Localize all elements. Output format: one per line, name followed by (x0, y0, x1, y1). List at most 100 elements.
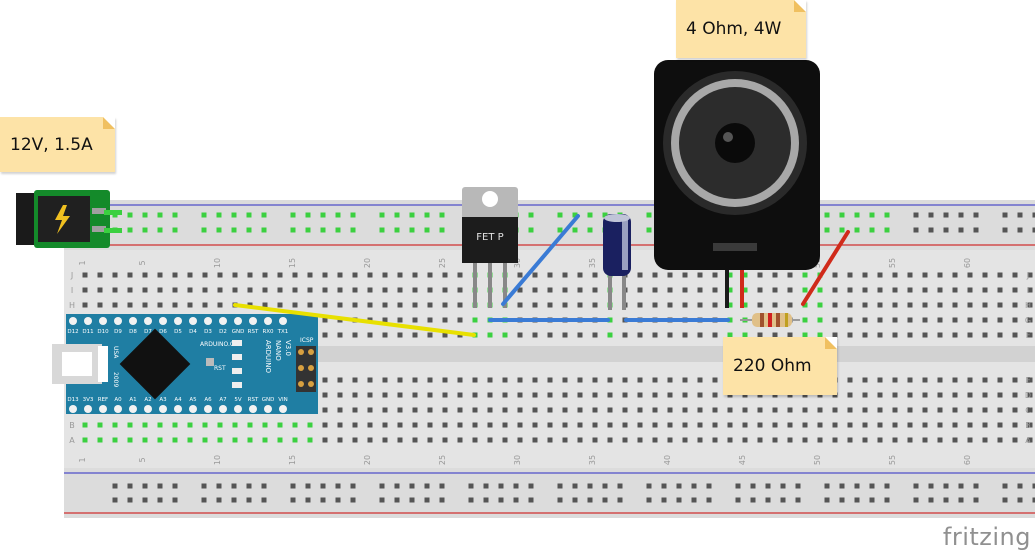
wire-yellow (233, 303, 476, 337)
nano-pin-label: 5V (234, 397, 241, 403)
nano-pin (264, 317, 272, 325)
nano-name-3: V3.0 (284, 340, 292, 356)
nano-pin (114, 405, 122, 413)
nano-pin-label: A2 (144, 397, 151, 403)
icsp-label: ICSP (300, 337, 314, 344)
nano-pin-label: D11 (82, 329, 93, 335)
nano-pin-label: A5 (189, 397, 197, 403)
row-letter: F (1026, 331, 1031, 340)
nano-pin (279, 317, 287, 325)
column-number: 25 (438, 258, 447, 268)
wire-blue-diagonal (501, 214, 580, 306)
nano-pin (84, 405, 92, 413)
nano-pin-label: REF (98, 397, 108, 403)
column-number: 20 (363, 455, 372, 465)
nano-pin-label: D8 (129, 329, 137, 335)
nano-pin-label: D6 (159, 329, 167, 335)
column-number: 20 (363, 258, 372, 268)
power-jack (16, 190, 122, 248)
nano-pin-label: D12 (67, 329, 78, 335)
nano-pin-label: GND (262, 397, 275, 403)
column-number: 55 (888, 455, 897, 465)
row-letter: B (69, 421, 75, 430)
nano-pin-label: D4 (189, 329, 197, 335)
lightning-icon (55, 205, 70, 234)
row-letter: H (69, 301, 75, 310)
mosfet-label: FET P (476, 232, 503, 243)
row-letter: A (69, 436, 75, 445)
capacitor (603, 214, 631, 310)
nano-pin-label: RST (248, 397, 259, 403)
nano-pin (99, 405, 107, 413)
column-number: 60 (963, 258, 972, 268)
nano-pin-label: A4 (174, 397, 182, 403)
nano-pin-label: A7 (219, 397, 227, 403)
column-number: 15 (288, 258, 297, 268)
nano-pin (69, 405, 77, 413)
column-number: 35 (588, 258, 597, 268)
nano-site: ARDUINO.CC (200, 341, 238, 348)
column-number: 5 (138, 457, 147, 462)
nano-pin-label: TX1 (277, 329, 289, 335)
column-number: 40 (663, 455, 672, 465)
column-number: 60 (963, 455, 972, 465)
speaker (654, 60, 820, 308)
column-number: 25 (438, 455, 447, 465)
row-letter: B (1025, 421, 1031, 430)
row-letter: D (1025, 391, 1031, 400)
nano-pin (84, 317, 92, 325)
nano-pin-label: RX0 (262, 329, 274, 335)
row-letter: I (71, 286, 73, 295)
column-number: 30 (513, 455, 522, 465)
nano-pin (279, 405, 287, 413)
nano-pin (234, 317, 242, 325)
nano-pin (219, 405, 227, 413)
column-number: 55 (888, 258, 897, 268)
nano-pin-label: VIN (278, 397, 288, 403)
nano-pin-label: GND (232, 329, 245, 335)
nano-pin (249, 405, 257, 413)
nano-name-1: ARDUINO (264, 340, 272, 373)
nano-pin-label: D13 (67, 397, 79, 403)
row-letter: J (1026, 271, 1029, 280)
nano-pin-label: D10 (97, 329, 109, 335)
nano-pin (159, 405, 167, 413)
column-number: 10 (213, 455, 222, 465)
nano-rst-label: RST (214, 365, 226, 372)
fritzing-logo: fritzing (942, 523, 1031, 551)
nano-pin-label: D9 (114, 329, 122, 335)
nano-usa: USA (112, 346, 119, 359)
nano-pin (204, 405, 212, 413)
nano-pin (249, 317, 257, 325)
nano-pin (264, 405, 272, 413)
nano-pin (114, 317, 122, 325)
top-power-rail (64, 200, 1035, 250)
nano-pin (189, 405, 197, 413)
column-number: 45 (738, 455, 747, 465)
nano-pin (189, 317, 197, 325)
nano-pin-label: D2 (219, 329, 227, 335)
resistor-note: 220 Ohm (723, 337, 837, 395)
nano-pin (69, 317, 77, 325)
nano-pin (144, 405, 152, 413)
nano-pin (159, 317, 167, 325)
nano-pin (234, 405, 242, 413)
column-number: 5 (138, 260, 147, 265)
nano-pin-label: A3 (159, 397, 167, 403)
row-letter: H (1025, 301, 1031, 310)
nano-pin (129, 405, 137, 413)
bottom-power-rail (64, 468, 1035, 518)
nano-pin-label: RST (248, 329, 259, 335)
row-letter: C (1025, 406, 1031, 415)
row-letter: E (1025, 376, 1030, 385)
column-number: 1 (78, 260, 87, 265)
column-number: 15 (288, 455, 297, 465)
column-number: 1 (78, 457, 87, 462)
nano-year: 2009 (112, 372, 119, 387)
resistor (740, 313, 800, 327)
wires (233, 214, 850, 337)
nano-pin (174, 405, 182, 413)
row-letter: G (1025, 316, 1031, 325)
